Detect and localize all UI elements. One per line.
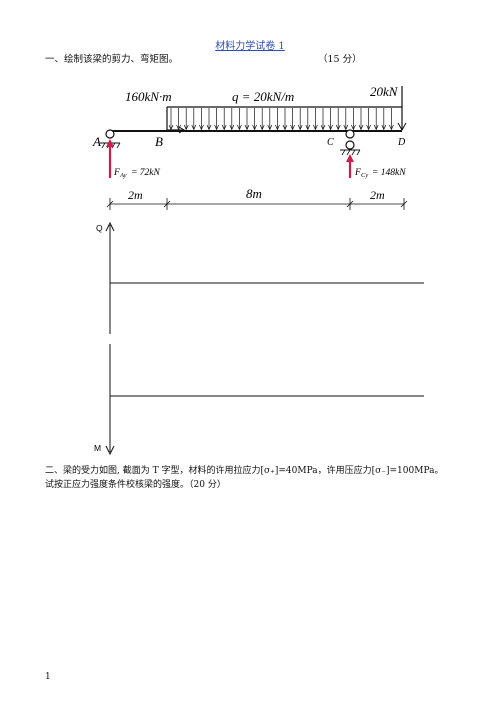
distributed-load-arrowhead xyxy=(290,124,295,131)
svg-text:Cy: Cy xyxy=(361,172,368,179)
distributed-load-arrowhead xyxy=(335,124,341,131)
distributed-load-arrowhead xyxy=(373,124,379,131)
distributed-load-arrowhead xyxy=(275,124,280,131)
reaction-a-label: F Ay = 72kN xyxy=(113,168,161,179)
distributed-load-arrowhead xyxy=(252,124,257,131)
distributed-load-arrowhead xyxy=(389,124,394,131)
moment-axis xyxy=(105,344,424,456)
distributed-load-arrowhead xyxy=(282,124,288,131)
distributed-load-arrowhead xyxy=(221,124,227,131)
point-load-label: 20kN xyxy=(370,84,399,99)
distributed-load-arrowhead xyxy=(244,124,250,131)
distributed-load-label: q = 20kN/m xyxy=(232,89,294,104)
point-label-c: C xyxy=(327,137,334,148)
distributed-load-arrowhead xyxy=(381,124,387,131)
distributed-load-arrowhead xyxy=(237,124,242,131)
distributed-load-arrowhead xyxy=(351,124,356,131)
distributed-load-arrowhead xyxy=(343,124,349,131)
reaction-a-arrow-icon xyxy=(106,139,114,178)
svg-text:= 148kN: = 148kN xyxy=(372,168,406,178)
distributed-load-arrowhead xyxy=(176,124,181,131)
distributed-load-arrowhead xyxy=(305,124,311,131)
distributed-load-arrowhead xyxy=(320,124,326,131)
point-label-b: B xyxy=(155,134,163,149)
span-bc-label: 8m xyxy=(246,186,262,201)
question-2-line-1: 二、梁的受力如图, 截面为 T 字型，材料的许用拉应力[σ₊]=40MPa，许用… xyxy=(45,466,444,476)
moment-load-label: 160kN·m xyxy=(125,89,172,104)
reaction-c-arrow-icon xyxy=(346,154,354,178)
distributed-load-arrowhead xyxy=(267,124,273,131)
distributed-load-arrowhead xyxy=(183,124,189,131)
svg-text:F: F xyxy=(354,168,361,178)
moment-arrow-icon xyxy=(166,107,185,134)
svg-text:F: F xyxy=(113,168,120,178)
page-number: 1 xyxy=(45,672,51,682)
document-title: 材料力学试卷 1 xyxy=(215,41,285,52)
distributed-load-arrows xyxy=(168,108,394,131)
point-label-d: D xyxy=(397,137,406,148)
svg-text:Ay: Ay xyxy=(119,172,127,179)
point-load-arrow-icon xyxy=(397,86,407,132)
distributed-load-arrowhead xyxy=(313,124,318,131)
question-1-score: （15 分） xyxy=(318,54,362,65)
span-cd-label: 2m xyxy=(370,188,385,202)
reaction-c-label: F Cy = 148kN xyxy=(354,168,406,179)
shear-axis-label: Q xyxy=(96,223,103,233)
distributed-load-arrowhead xyxy=(191,124,197,131)
distributed-load-arrowhead xyxy=(214,124,219,131)
question-1-text: 一、绘制该梁的剪力、弯矩图。 xyxy=(45,54,179,65)
distributed-load-arrowhead xyxy=(259,124,265,131)
question-2-line-2: 试按正应力强度条件校核梁的强度。（20 分） xyxy=(45,480,226,490)
distributed-load-arrowhead xyxy=(328,124,333,131)
distributed-load-arrowhead xyxy=(206,124,212,131)
shear-axis xyxy=(105,221,424,334)
dimension-line xyxy=(106,198,408,210)
distributed-load-arrowhead xyxy=(366,124,371,131)
roller-support-c-icon xyxy=(340,129,361,156)
distributed-load-arrowhead xyxy=(297,124,303,131)
distributed-load-arrowhead xyxy=(358,124,364,131)
moment-axis-label: M xyxy=(94,443,101,453)
span-ab-label: 2m xyxy=(128,188,143,202)
distributed-load-arrowhead xyxy=(199,124,204,131)
svg-text:= 72kN: = 72kN xyxy=(131,168,161,178)
distributed-load-arrowhead xyxy=(168,124,174,131)
point-label-a: A xyxy=(92,134,101,149)
pin-support-a-icon xyxy=(100,129,121,149)
distributed-load-arrowhead xyxy=(229,124,235,131)
